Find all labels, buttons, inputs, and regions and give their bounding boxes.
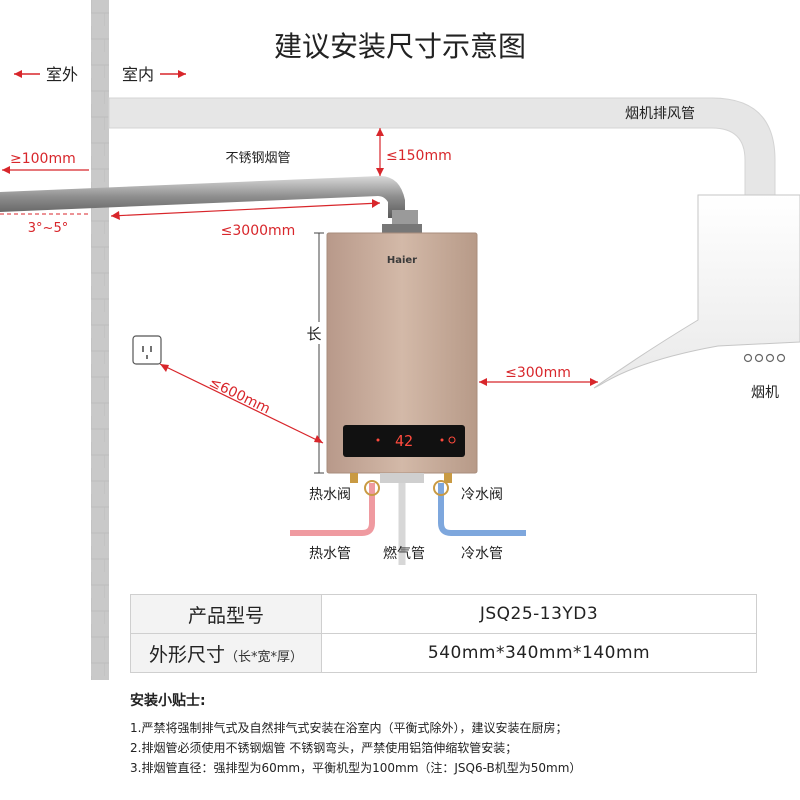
slope-label: 3°~5°	[28, 221, 68, 236]
cold-valve-label: 冷水阀	[461, 487, 503, 503]
page-title: 建议安装尺寸示意图	[274, 30, 526, 63]
cold-valve-icon	[433, 480, 449, 496]
hood-exhaust-duct-label: 烟机排风管	[625, 106, 695, 122]
size-value: 540mm*340mm*140mm	[321, 633, 757, 673]
tips-title: 安装小贴士:	[130, 693, 206, 709]
gas-pipe-label: 燃气管	[383, 545, 425, 562]
hot-valve-label: 热水阀	[309, 487, 351, 503]
dim-300-arrow-left	[479, 378, 487, 386]
stainless-flue-label: 不锈钢烟管	[225, 151, 290, 166]
tip-item-2: 2.排烟管必须使用不锈钢烟管 不锈钢弯头，严禁使用铝箔伸缩软管安装；	[130, 741, 518, 755]
model-label: 产品型号	[130, 594, 322, 634]
indoor-arrow-head	[178, 70, 186, 78]
cold-fitting	[444, 473, 452, 483]
length-label: 长	[306, 325, 321, 343]
hood-exhaust-duct	[108, 97, 776, 196]
range-hood	[593, 194, 800, 389]
dim-600-arrow-left	[160, 364, 169, 372]
hot-pipe-label: 热水管	[309, 546, 351, 562]
dim-3000-label: ≤3000mm	[221, 223, 296, 239]
wall	[91, 0, 109, 680]
cold-water-pipe	[438, 483, 526, 536]
range-hood-label: 烟机	[751, 385, 779, 401]
dim-3000-line	[110, 202, 381, 217]
display-icon-right	[440, 438, 444, 442]
dim-600-label: ≤600mm	[207, 374, 273, 417]
range-hood-buttons	[743, 353, 786, 363]
dim-150-arrow-top	[376, 128, 384, 136]
hot-fitting	[350, 473, 358, 483]
dim-600-arrow-right	[314, 435, 323, 443]
power-button	[448, 436, 456, 444]
length-label-bg	[306, 322, 324, 344]
power-socket-icon	[132, 335, 162, 365]
hot-valve-icon	[364, 480, 380, 496]
dim-150-arrow-bottom	[376, 168, 384, 176]
outdoor-label: 室外	[46, 65, 78, 84]
display-temperature: 42	[395, 432, 413, 450]
spec-table: 产品型号 JSQ25-13YD3 外形尺寸（长*宽*厚） 540mm*340mm…	[130, 594, 757, 673]
tip-item-3: 3.排烟管直径：强排型为60mm，平衡机型为100mm（注：JSQ6-B机型为5…	[130, 761, 582, 775]
dim-100-label: ≥100mm	[10, 151, 76, 167]
cold-pipe-label: 冷水管	[461, 546, 503, 562]
outdoor-arrow-head	[14, 70, 22, 78]
dim-600-line	[159, 363, 324, 444]
dim-300-arrow-right	[590, 378, 598, 386]
dim-100-arrow	[2, 166, 10, 174]
flue-collar	[392, 210, 418, 228]
gas-fitting	[380, 473, 424, 483]
dim-300-label: ≤300mm	[505, 365, 571, 381]
control-display	[343, 425, 465, 457]
size-label: 外形尺寸	[148, 643, 225, 666]
flue-connector	[382, 224, 422, 234]
indoor-label: 室内	[122, 65, 154, 84]
dim-150-label: ≤150mm	[386, 148, 452, 164]
dim-3000-arrow-left	[111, 211, 120, 220]
model-value: JSQ25-13YD3	[321, 594, 757, 634]
spec-row-size: 外形尺寸（长*宽*厚） 540mm*340mm*140mm	[130, 633, 757, 673]
spec-row-model: 产品型号 JSQ25-13YD3	[130, 594, 757, 634]
size-label-note: （长*宽*厚）	[225, 649, 304, 665]
stainless-flue-pipe	[0, 176, 405, 218]
dim-3000-arrow-right	[372, 199, 380, 208]
brand-logo: Haier	[387, 255, 417, 266]
installation-tips: 安装小贴士: 1.严禁将强制排气式及自然排气式安装在浴室内（平衡式除外），建议安…	[130, 690, 790, 778]
tip-item-1: 1.严禁将强制排气式及自然排气式安装在浴室内（平衡式除外），建议安装在厨房；	[130, 721, 568, 735]
display-icon-left	[376, 438, 380, 442]
size-label-cell: 外形尺寸（长*宽*厚）	[130, 633, 322, 673]
hot-water-pipe	[290, 483, 375, 536]
